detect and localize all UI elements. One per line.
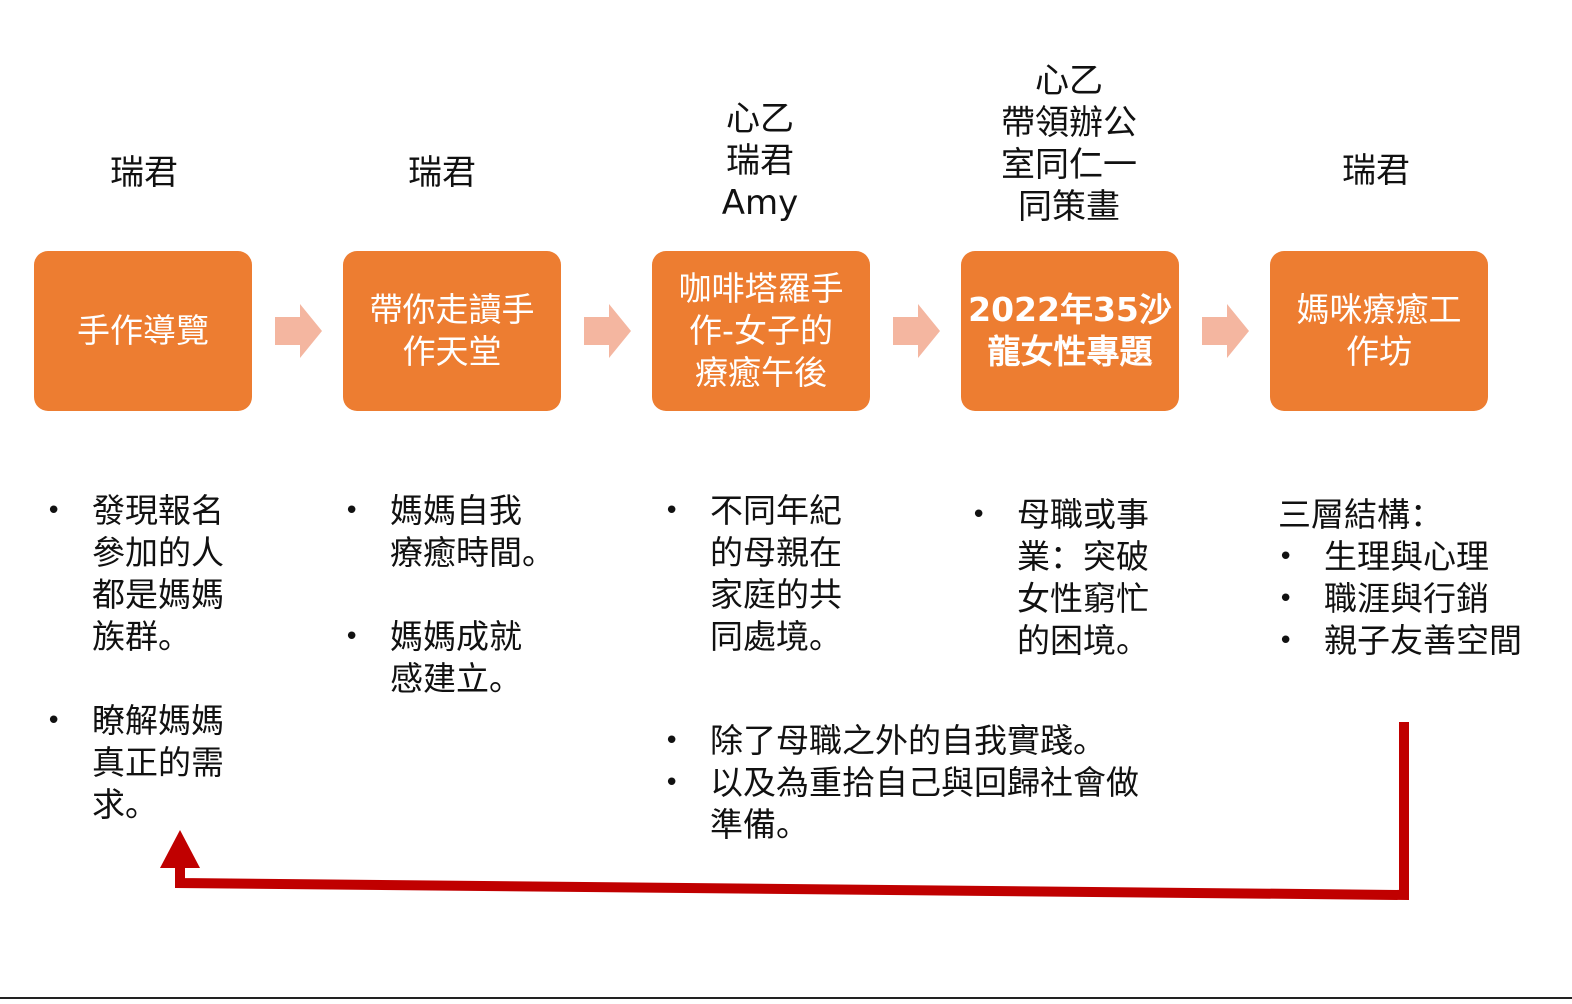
bullet-icon: • [664, 496, 680, 526]
bullet-icon: • [1278, 584, 1294, 614]
return-arrow-icon [160, 722, 1409, 901]
owner-label-5: 瑞君 [1342, 151, 1410, 191]
process-box-5: 媽咪療癒工 作坊 [1270, 251, 1488, 411]
owner-label-1: 瑞君 [110, 153, 178, 193]
list-item: • 發現報名 參加的人 都是媽媽 族群。 [46, 491, 224, 656]
detail-column-2: • 媽媽自我 療癒時間。 • 媽媽成就 感建立。 [332, 490, 555, 700]
list-item: • 職涯與行銷 [1278, 579, 1489, 618]
owner-label-4: 心乙 帶領辦公 室同仁一 同策畫 [1001, 61, 1137, 227]
bullet-icon: • [46, 496, 62, 526]
bullet-icon: • [344, 622, 360, 652]
process-box-4: 2022年35沙 龍女性專題 [961, 251, 1179, 411]
bullet-icon: • [1278, 542, 1294, 572]
bullet-icon: • [971, 500, 987, 530]
list-item: • 媽媽成就 感建立。 [344, 617, 522, 698]
chevron-right-icon [275, 304, 322, 358]
list-item: • 親子友善空間 [1278, 621, 1522, 660]
chevron-right-icon [584, 304, 631, 358]
process-box-2: 帶你走讀手 作天堂 [343, 251, 561, 411]
structure-heading: 三層結構： [1278, 495, 1443, 534]
bullet-icon: • [664, 726, 680, 756]
owner-label-3: 心乙 瑞君 Amy [721, 99, 799, 223]
list-item: • 瞭解媽媽 真正的需 求。 [46, 701, 224, 824]
list-item: • 母職或事 業：突破 女性窮忙 的困境。 [971, 495, 1149, 660]
bullet-icon: • [1278, 626, 1294, 656]
bullet-icon: • [46, 706, 62, 736]
list-item: • 除了母職之外的自我實踐。 [664, 721, 1106, 760]
detail-column-1: • 發現報名 參加的人 都是媽媽 族群。 • 瞭解媽媽 真正的需 求。 [34, 490, 224, 826]
process-box-3: 咖啡塔羅手 作-女子的 療癒午後 [652, 251, 870, 411]
process-box-1-text: 手作導覽 [77, 311, 209, 350]
list-item: • 以及為重拾自己與回歸社會做 準備。 [664, 763, 1139, 844]
bullet-icon: • [664, 768, 680, 798]
chevron-right-icon [1202, 304, 1249, 358]
detail-column-3: • 不同年紀 的母親在 家庭的共 同處境。 [652, 490, 842, 658]
chevron-right-icon [893, 304, 940, 358]
list-item: • 不同年紀 的母親在 家庭的共 同處境。 [664, 491, 842, 656]
owner-label-2: 瑞君 [408, 153, 476, 193]
summary-list: • 除了母職之外的自我實踐。 • 以及為重拾自己與回歸社會做 準備。 [652, 720, 1139, 846]
bottom-divider [0, 997, 1572, 999]
list-item: • 媽媽自我 療癒時間。 [344, 491, 555, 572]
detail-column-4: • 母職或事 業：突破 女性窮忙 的困境。 [959, 494, 1149, 662]
process-box-1: 手作導覽 [34, 251, 252, 411]
detail-column-5: 三層結構： • 生理與心理 • 職涯與行銷 • 親子友善空間 [1266, 494, 1522, 662]
bullet-icon: • [344, 496, 360, 526]
list-item: • 生理與心理 [1278, 537, 1489, 576]
